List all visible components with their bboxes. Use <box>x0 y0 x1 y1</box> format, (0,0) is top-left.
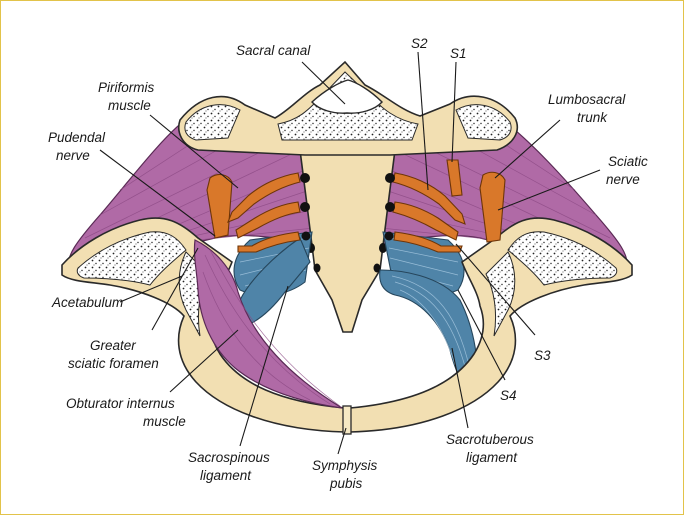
sacral-plexus-left <box>206 172 311 253</box>
label-sciatic-line1: Sciatic <box>608 154 648 169</box>
acetabulum-right <box>485 251 516 337</box>
label-s3: S3 <box>534 348 551 363</box>
label-s2: S2 <box>411 36 428 51</box>
label-obturator-line1: Obturator internus <box>66 396 175 411</box>
label-s4: S4 <box>500 388 517 403</box>
label-sciatic-line2: nerve <box>606 172 640 187</box>
leader-lines <box>99 51 601 455</box>
label-s1: S1 <box>450 46 467 61</box>
label-greater-sciatic-line1: Greater <box>90 338 136 353</box>
labels: Sacral canal S2 S1 Piriformis muscle Lum… <box>48 36 648 491</box>
label-obturator-line2: muscle <box>143 414 186 429</box>
sacral-canal <box>311 79 383 114</box>
sacral-plexus-right <box>384 159 506 253</box>
sacrum <box>299 149 396 333</box>
label-acetabulum: Acetabulum <box>51 295 123 310</box>
label-pudendal-line1: Pudendal <box>48 130 106 145</box>
label-sacral-canal: Sacral canal <box>236 43 311 58</box>
label-piriformis-line2: muscle <box>108 98 151 113</box>
label-symphysis-line1: Symphysis <box>312 458 378 473</box>
label-pudendal-line2: nerve <box>56 148 90 163</box>
label-sacrospinous-line1: Sacrospinous <box>188 450 270 465</box>
hip-bone-left <box>61 217 346 433</box>
obturator-internus-muscle <box>193 239 343 409</box>
hip-bone-right <box>349 217 633 433</box>
label-sacrospinous-line2: ligament <box>200 468 252 483</box>
label-lumbosacral-line2: trunk <box>577 110 608 125</box>
label-symphysis-line2: pubis <box>329 476 363 491</box>
sacral-base <box>178 60 519 156</box>
label-piriformis-line1: Piriformis <box>98 80 154 95</box>
label-greater-sciatic-line2: sciatic foramen <box>68 356 159 371</box>
label-sacrotuberous-line1: Sacrotuberous <box>446 432 534 447</box>
symphysis-pubis <box>342 405 352 435</box>
label-lumbosacral-line1: Lumbosacral <box>548 92 626 107</box>
label-sacrotuberous-line2: ligament <box>466 450 518 465</box>
